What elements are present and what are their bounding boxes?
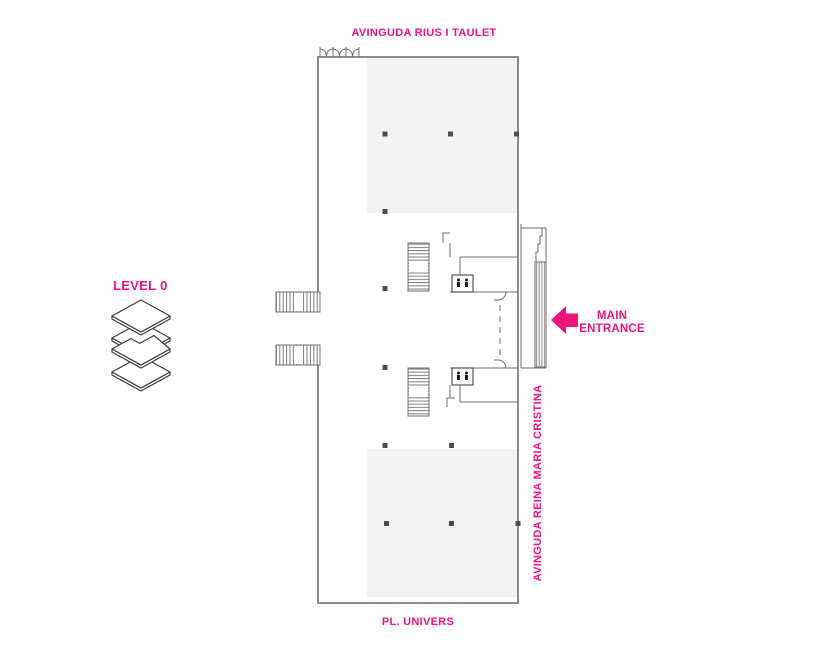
main-entrance-label-line2: ENTRANCE — [579, 323, 645, 335]
entrance-doors-axis — [494, 291, 507, 369]
stairs-core-upper — [407, 242, 430, 292]
floor-layer-1[interactable] — [111, 299, 171, 336]
street-label-bottom: PL. UNIVERS — [382, 616, 454, 628]
door-swing-icons-top — [319, 47, 360, 58]
main-entrance-callout: MAIN ENTRANCE — [551, 306, 645, 335]
main-entrance-label-line1: MAIN — [597, 310, 627, 322]
column-marker — [514, 131, 519, 137]
column-marker — [382, 443, 388, 448]
column-marker — [382, 365, 388, 370]
floor-stack-icon — [111, 299, 171, 392]
street-labels: AVINGUDA RIUS I TAULET PL. UNIVERS AVING… — [351, 27, 544, 628]
street-label-top: AVINGUDA RIUS I TAULET — [351, 27, 496, 39]
stairs-west-lower — [275, 344, 321, 366]
column-grid — [382, 131, 521, 526]
hall-south — [367, 449, 518, 597]
level-indicator: LEVEL 0 — [111, 278, 171, 392]
main-entrance-steps — [521, 227, 547, 369]
stairs-west-upper — [275, 291, 321, 313]
column-marker — [384, 521, 389, 526]
floor-layer-3-active[interactable] — [111, 334, 171, 369]
hall-north — [367, 58, 518, 213]
column-marker — [382, 286, 388, 291]
elevator-icon — [451, 367, 474, 386]
elevator-icon — [451, 274, 474, 293]
level-label: LEVEL 0 — [113, 278, 168, 293]
person-icon — [457, 371, 468, 380]
arrow-left-icon — [551, 306, 578, 334]
person-icon — [457, 278, 468, 287]
column-marker — [515, 521, 521, 526]
building-plan — [275, 47, 547, 604]
column-marker — [382, 131, 388, 137]
elevator-upper — [451, 274, 474, 293]
street-label-right: AVINGUDA REINA MARIA CRISTINA — [532, 385, 544, 582]
column-marker — [382, 209, 388, 214]
stairs-core-lower — [407, 367, 430, 417]
column-marker — [449, 443, 454, 448]
column-marker — [448, 131, 453, 137]
elevator-lower — [451, 367, 474, 386]
column-marker — [449, 521, 454, 526]
